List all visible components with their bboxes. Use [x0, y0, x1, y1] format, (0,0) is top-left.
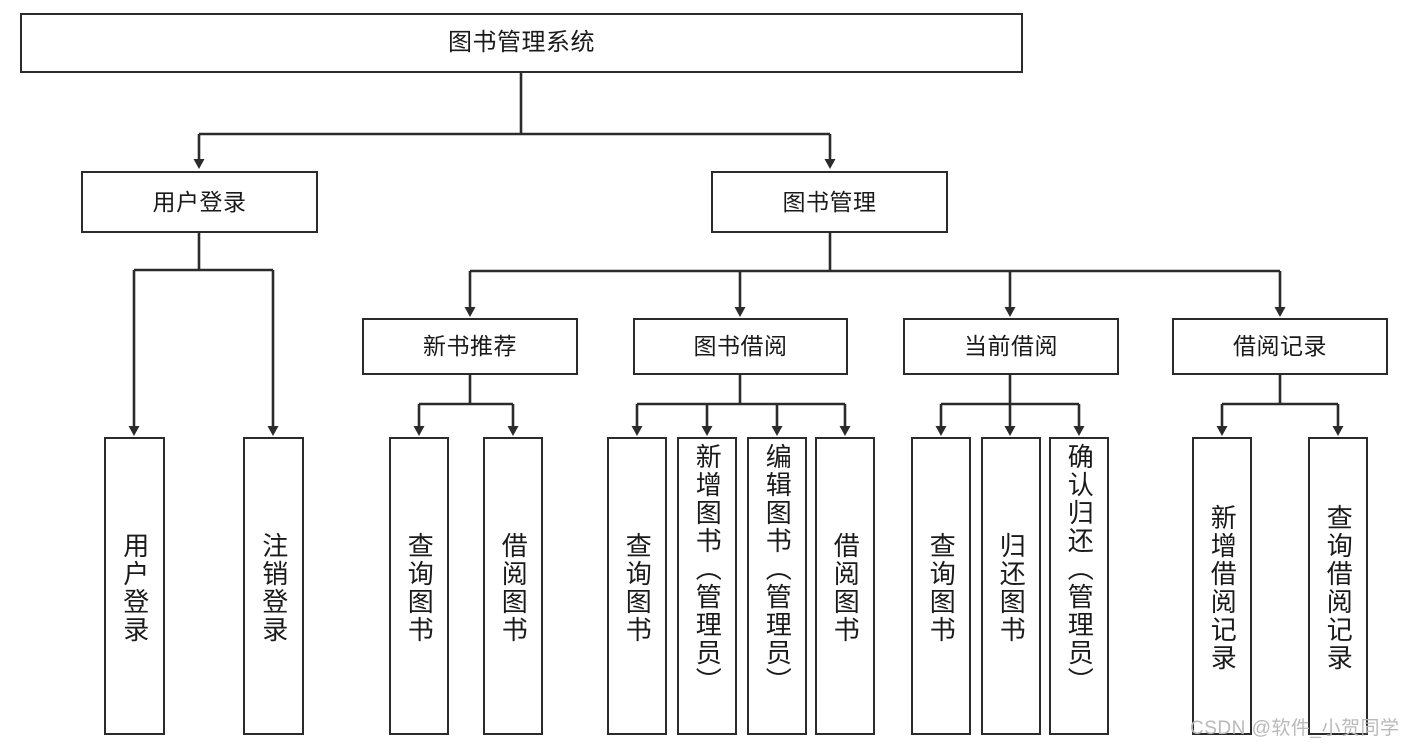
leaf-user-login[interactable]: 用户登录: [104, 437, 165, 735]
node-label: 查询图书: [926, 532, 957, 644]
leaf-query-book-borrow[interactable]: 查询图书: [607, 437, 667, 735]
node-root-system[interactable]: 图书管理系统: [20, 13, 1023, 73]
node-book-management[interactable]: 图书管理: [711, 171, 948, 233]
node-label: 用户登录: [119, 532, 150, 644]
node-label: 新增借阅记录: [1207, 504, 1238, 672]
node-user-login[interactable]: 用户登录: [81, 171, 318, 233]
leaf-borrow-book-recommend[interactable]: 借阅图书: [483, 437, 543, 735]
node-label: 图书管理系统: [448, 29, 595, 56]
leaf-logout[interactable]: 注销登录: [243, 437, 304, 735]
node-label: 图书借阅: [693, 333, 788, 359]
node-label: 借阅记录: [1233, 333, 1327, 359]
leaf-borrow-book[interactable]: 借阅图书: [815, 437, 875, 735]
node-label: 新增图书（管理员）: [692, 443, 723, 695]
watermark-text: CSDN @软件_小贺同学: [1190, 718, 1400, 739]
node-book-borrow[interactable]: 图书借阅: [633, 318, 848, 375]
node-label: 当前借阅: [964, 333, 1058, 359]
node-new-book-recommend[interactable]: 新书推荐: [362, 318, 578, 375]
node-label: 借阅图书: [830, 532, 861, 644]
leaf-add-book-admin[interactable]: 新增图书（管理员）: [677, 437, 737, 735]
node-label: 新书推荐: [423, 333, 517, 359]
leaf-return-book[interactable]: 归还图书: [981, 437, 1041, 735]
node-label: 确认归还（管理员）: [1064, 443, 1095, 695]
leaf-edit-book-admin[interactable]: 编辑图书（管理员）: [747, 437, 807, 735]
node-label: 查询图书: [622, 532, 653, 644]
leaf-query-book-current[interactable]: 查询图书: [911, 437, 971, 735]
leaf-query-borrow-record[interactable]: 查询借阅记录: [1308, 437, 1368, 735]
leaf-confirm-return-admin[interactable]: 确认归还（管理员）: [1049, 437, 1109, 735]
node-label: 注销登录: [258, 532, 289, 644]
node-borrow-records[interactable]: 借阅记录: [1172, 318, 1388, 375]
node-label: 编辑图书（管理员）: [762, 443, 793, 695]
node-current-borrow[interactable]: 当前借阅: [903, 318, 1119, 375]
node-label: 借阅图书: [498, 532, 529, 644]
node-label: 用户登录: [152, 188, 247, 215]
node-label: 图书管理: [782, 188, 877, 215]
leaf-add-borrow-record[interactable]: 新增借阅记录: [1192, 437, 1252, 735]
leaf-query-book-recommend[interactable]: 查询图书: [389, 437, 449, 735]
node-label: 查询借阅记录: [1323, 504, 1354, 672]
node-label: 查询图书: [404, 532, 435, 644]
node-label: 归还图书: [996, 532, 1027, 644]
